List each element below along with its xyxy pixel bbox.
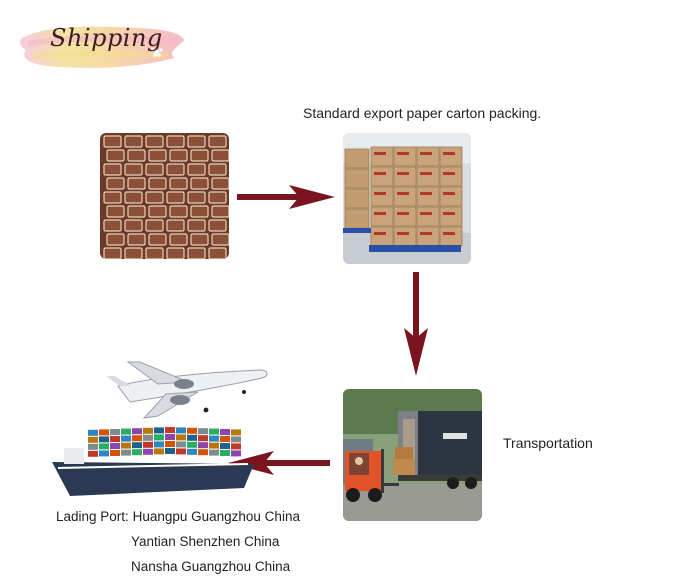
airplane-icon xyxy=(106,361,268,419)
lading-port-list: Lading Port: Huangpu Guangzhou China Yan… xyxy=(56,504,300,579)
lading-port-item: Huangpu Guangzhou China xyxy=(132,509,300,524)
lading-port-line: Nansha Guangzhou China xyxy=(56,554,300,579)
arrow-right-icon xyxy=(237,185,335,209)
packing-caption: Standard export paper carton packing. xyxy=(303,105,542,121)
plane-ship-illustration xyxy=(48,356,273,500)
transportation-caption: Transportation xyxy=(503,435,593,451)
flower-icon xyxy=(151,48,163,57)
container-logo xyxy=(443,433,467,439)
lading-port-item: Yantian Shenzhen China xyxy=(131,534,280,549)
arrow-down-icon xyxy=(404,272,428,376)
arrow-left-icon xyxy=(228,451,330,475)
lading-port-item: Nansha Guangzhou China xyxy=(131,559,291,574)
product-grid-photo xyxy=(100,133,229,259)
shipping-banner xyxy=(19,26,185,68)
lading-port-line: Yantian Shenzhen China xyxy=(56,529,300,554)
banner-title: Shipping xyxy=(50,24,163,52)
cargo-ship-icon xyxy=(52,427,254,496)
truck-loading-photo xyxy=(343,389,482,521)
lading-port-label: Lading Port: xyxy=(56,509,129,524)
carton-packing-photo xyxy=(343,133,471,264)
lading-port-line: Lading Port: Huangpu Guangzhou China xyxy=(56,504,300,529)
